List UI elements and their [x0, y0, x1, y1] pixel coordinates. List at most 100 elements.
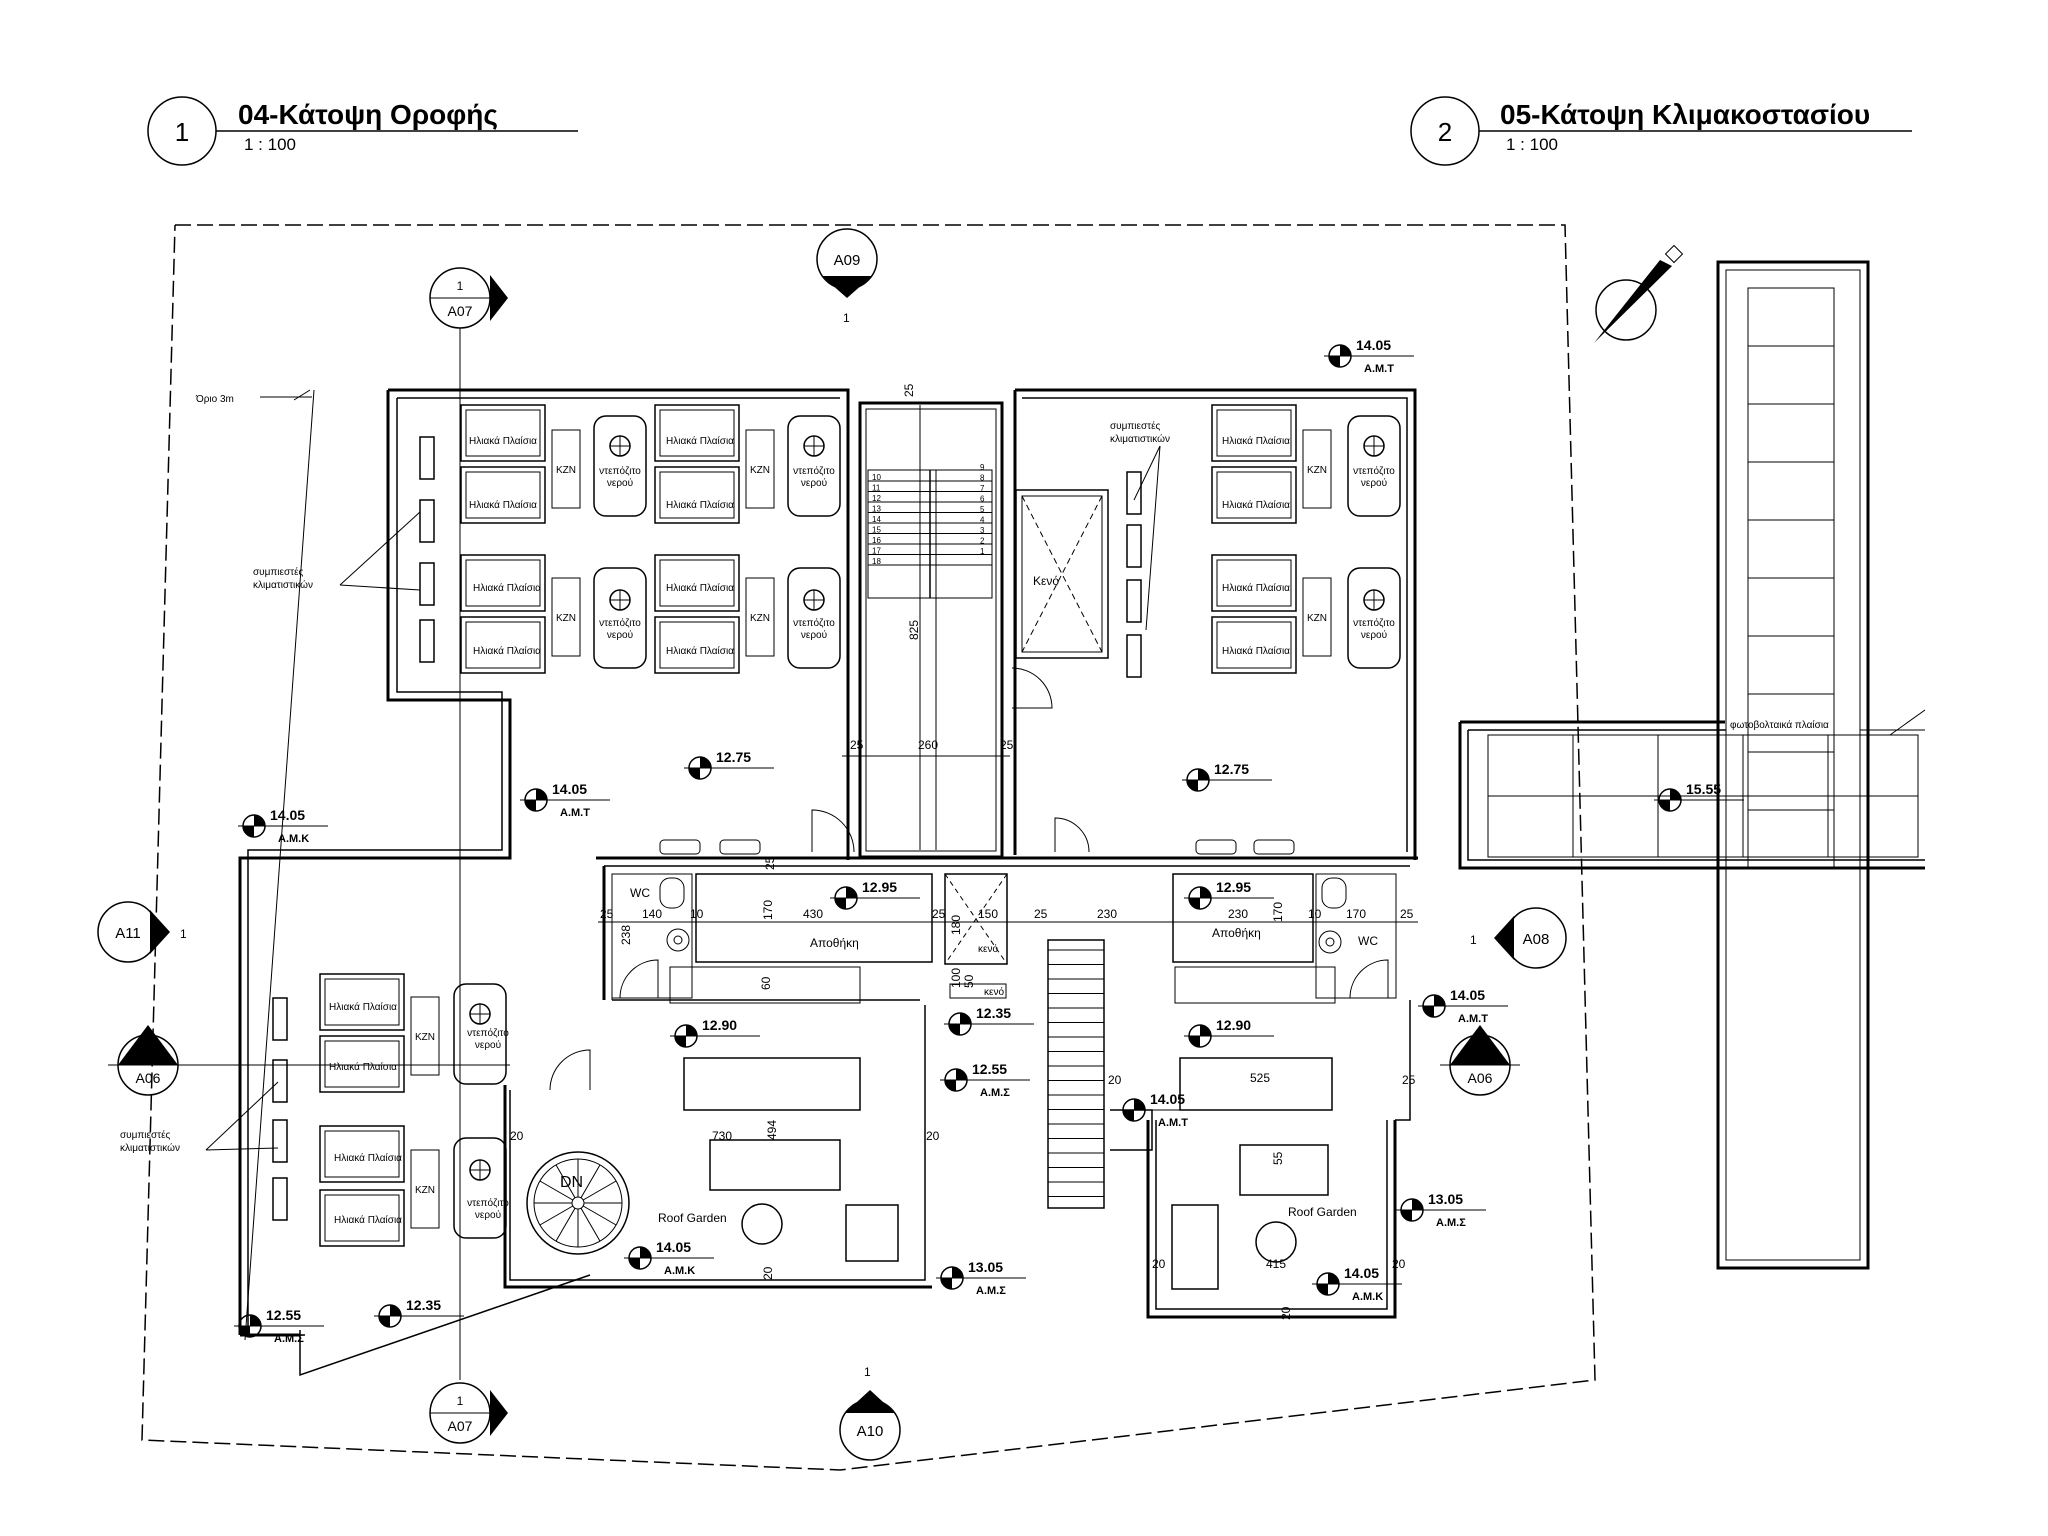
- solar-panel-group-lower-left: Ηλιακά Πλαίσια Ηλιακά Πλαίσια Ηλιακά Πλα…: [120, 973, 509, 1247]
- view-title-roof: 04-Κάτοψη Οροφής: [238, 99, 498, 130]
- section-tag-a11: A11: [115, 925, 141, 942]
- pv-panel: [1747, 461, 1835, 521]
- elevation-marker: 14.05Α.Μ.Τ: [1118, 1091, 1208, 1129]
- dn-label: DN: [560, 1174, 583, 1191]
- elevation-target-fill: [686, 1025, 697, 1036]
- elevation-type: Α.Μ.Κ: [1352, 1291, 1383, 1303]
- elevation-marker: 12.90: [1184, 1017, 1274, 1048]
- elevation-target-fill: [949, 1024, 960, 1035]
- void-label: Κενό: [1033, 574, 1059, 588]
- solar-panel-label: Ηλιακά Πλαίσια: [469, 435, 537, 447]
- elevation-value: 14.05: [1356, 337, 1391, 353]
- pv-panel: [1747, 751, 1835, 811]
- dim-label: 25: [1000, 738, 1014, 752]
- elevation-marker: 14.05Α.Μ.Τ: [1418, 987, 1508, 1025]
- elevation-target-fill: [1423, 1006, 1434, 1017]
- pv-label: φωτοβολταικά πλαίσια: [1730, 719, 1829, 731]
- title-block-left: 1 04-Κάτοψη Οροφής 1 : 100: [147, 96, 578, 166]
- elevation-value: 12.95: [1216, 879, 1251, 895]
- ac-label: κλιματιστικών: [253, 579, 313, 591]
- stair-number: 10: [872, 473, 881, 482]
- elevation-target-fill: [1340, 345, 1351, 356]
- elevation-marker: 12.95: [830, 879, 920, 910]
- dim-label: 150: [978, 907, 998, 921]
- pv-panel: [1747, 287, 1835, 347]
- elevation-marker: 13.05Α.Μ.Σ: [1396, 1191, 1486, 1229]
- stair-number: 9: [980, 463, 985, 472]
- water-tank-label: νερού: [475, 1209, 501, 1221]
- elevation-type: Α.Μ.Τ: [1364, 363, 1394, 375]
- ac-compressors-upper-left: συμπιεστές κλιματιστικών: [253, 436, 435, 663]
- setback-line: [244, 389, 315, 1341]
- elevation-value: 12.95: [862, 879, 897, 895]
- elevation-markers: 14.05Α.Μ.Τ14.05Α.Μ.Τ14.05Α.Μ.Κ12.7512.75…: [234, 337, 1744, 1345]
- wc-label: WC: [630, 886, 650, 900]
- stair-number: 4: [980, 516, 985, 525]
- ac-label: συμπιεστές: [120, 1129, 171, 1141]
- spiral-tread: [580, 1207, 601, 1242]
- sheet-number: 1: [843, 311, 850, 325]
- dim-label: 20: [510, 1129, 524, 1143]
- spiral-tread: [539, 1180, 574, 1201]
- kzn-label: KZN: [556, 613, 576, 624]
- dim-label: 50: [962, 974, 976, 988]
- stair-number: 18: [872, 557, 881, 566]
- pv-panel: [1747, 519, 1835, 579]
- limit-label: Όριο 3m: [195, 394, 234, 405]
- elevation-target-fill: [1434, 995, 1445, 1006]
- storage-label: Αποθήκη: [1212, 926, 1261, 940]
- dim-label: 238: [619, 925, 633, 945]
- void-small-label: κενό: [978, 943, 998, 955]
- dim-label: 170: [1346, 907, 1366, 921]
- dim-label: 25: [1400, 907, 1414, 921]
- dim-label: 260: [918, 738, 938, 752]
- kzn-label: KZN: [1307, 613, 1327, 624]
- pv-panel: [1747, 403, 1835, 463]
- dim-label: 10: [1308, 907, 1322, 921]
- dim-label: 25: [763, 856, 777, 870]
- solar-panel-label: Ηλιακά Πλαίσια: [334, 1152, 402, 1164]
- elevation-target-fill: [1328, 1273, 1339, 1284]
- elevation-target-fill: [1670, 789, 1681, 800]
- elevation-type: Α.Μ.Κ: [664, 1265, 695, 1277]
- ac-label: συμπιεστές: [1110, 420, 1161, 432]
- water-tank-label: ντεπόζιτο: [467, 1197, 509, 1209]
- elevation-marker: 14.05Α.Μ.Κ: [624, 1239, 714, 1277]
- dim-label: 170: [1271, 902, 1285, 922]
- water-tank-label: ντεπόζιτο: [467, 1027, 509, 1039]
- section-tag-a07: A07: [448, 303, 473, 319]
- solar-panel-label: Ηλιακά Πλαίσια: [666, 582, 734, 594]
- solar-panel-label: Ηλιακά Πλαίσια: [473, 645, 541, 657]
- stair-number: 7: [980, 484, 985, 493]
- elevation-target-fill: [629, 1258, 640, 1269]
- stair-number: 17: [872, 547, 881, 556]
- dim-label: 20: [1152, 1257, 1166, 1271]
- roof-garden-label: Roof Garden: [1288, 1205, 1357, 1219]
- pv-panel: [1747, 577, 1835, 637]
- section-tag-a10: A10: [857, 1423, 884, 1440]
- elevation-target-fill: [1187, 780, 1198, 791]
- stair-number: 6: [980, 495, 985, 504]
- void-small-label: κενό: [984, 986, 1004, 998]
- water-tank-label: νερού: [1361, 629, 1387, 641]
- stair-number: 2: [980, 537, 985, 546]
- elevation-target-fill: [1200, 887, 1211, 898]
- elevation-value: 14.05: [656, 1239, 691, 1255]
- elevation-value: 14.05: [1450, 987, 1485, 1003]
- elevation-type: Α.Μ.Σ: [980, 1087, 1010, 1099]
- solar-panel-label: Ηλιακά Πλαίσια: [334, 1214, 402, 1226]
- storage-label: Αποθήκη: [810, 936, 859, 950]
- elevation-target-fill: [243, 826, 254, 837]
- elevation-target-fill: [1659, 800, 1670, 811]
- water-tank-label: νερού: [801, 477, 827, 489]
- spiral-tread: [539, 1205, 574, 1226]
- elevation-value: 15.55: [1686, 781, 1721, 797]
- section-tag-a07: A07: [448, 1418, 473, 1434]
- elevation-type: Α.Μ.Σ: [976, 1285, 1006, 1297]
- elevation-target-fill: [379, 1316, 390, 1327]
- stair-number: 8: [980, 474, 985, 483]
- elevation-value: 12.90: [702, 1017, 737, 1033]
- solar-panel-label: Ηλιακά Πλαίσια: [329, 1061, 397, 1073]
- pv-panel: [1747, 635, 1835, 695]
